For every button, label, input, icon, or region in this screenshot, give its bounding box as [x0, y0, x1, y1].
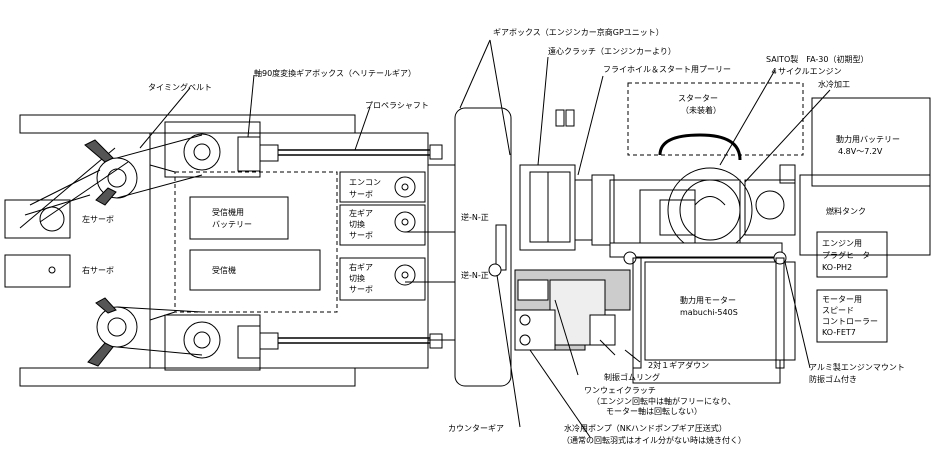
upper-rudder-hub: [96, 157, 138, 199]
label-starter-note: （未装着）: [681, 105, 721, 115]
label-left-servo: 左サーボ: [82, 214, 114, 224]
lower-rudder-hub: [96, 306, 138, 348]
label-glow-heater-1: エンジン用: [822, 239, 862, 248]
label-aluminum-mount-1: アルミ製エンジンマウント: [809, 362, 905, 372]
label-motor-2: mabuchi-540S: [680, 308, 738, 317]
lower-hull-rail: [19, 367, 356, 387]
label-receiver: 受信機: [212, 265, 236, 275]
label-left-gear-servo-1: 左ギア: [349, 208, 373, 218]
label-counter-gear: カウンターギア: [448, 424, 504, 433]
flywheel-pulley: [591, 174, 615, 246]
glow-heater-box: [816, 231, 888, 278]
label-battery-title: 動力用バッテリー: [836, 134, 900, 144]
label-right-gear-servo-1: 右ギア: [349, 262, 373, 272]
rx-battery-box: [189, 196, 289, 240]
label-motor-1: 動力用モーター: [680, 295, 736, 305]
label-gear-down: 2対１ギアダウン: [648, 360, 709, 370]
power-battery-box: [811, 97, 931, 187]
upper-gearbox-90: [164, 121, 261, 178]
label-engine-servo-2: サーボ: [349, 190, 373, 199]
label-speed-ctrl-2: スピード: [822, 306, 854, 315]
label-rx-battery-1: 受信機用: [212, 207, 244, 217]
label-engine-cycle: ４サイクルエンジン: [770, 67, 842, 76]
label-speed-ctrl-3: コントローラー: [822, 317, 878, 326]
label-gearbox-90: 軸90度変換ギアボックス（ヘリテールギア）: [254, 68, 416, 78]
label-water-cooling: 水冷加工: [818, 79, 850, 89]
label-timing-belt: タイミングベルト: [148, 82, 212, 92]
right-servo-box: [4, 254, 71, 288]
label-propeller-shaft: プロペラシャフト: [365, 101, 429, 110]
water-pump: [514, 309, 556, 351]
receiver-box: [189, 249, 321, 291]
label-aluminum-mount-2: 防振ゴム付き: [809, 374, 857, 384]
fuel-tank: [799, 174, 931, 256]
upper-hull-rail: [19, 114, 356, 134]
label-right-gear-servo-2: 切換: [349, 273, 365, 283]
speed-controller-box: [816, 289, 888, 343]
motor-box: [644, 261, 796, 361]
lower-gearbox-90: [164, 314, 261, 371]
label-vib-ring: 制振ゴムリング: [604, 372, 660, 382]
label-centrifugal-clutch: 遠心クラッチ（エンジンカーより）: [548, 46, 676, 56]
right-gear-servo-box: [339, 257, 426, 301]
label-water-pump-2: （通常の回転羽式はオイル分がない時は焼き付く）: [562, 435, 746, 445]
label-glow-heater-3: KO-PH2: [822, 263, 852, 272]
label-rev-n-fwd-bottom: 逆-N-正: [461, 270, 489, 280]
label-one-way-3: モーター軸は回転しない）: [606, 406, 702, 416]
label-left-gear-servo-2: 切換: [349, 219, 365, 229]
left-gear-servo-box: [339, 204, 426, 246]
main-gearbox: [454, 107, 512, 387]
centrifugal-clutch: [519, 164, 576, 251]
engine-servo-box: [339, 171, 426, 203]
label-rev-n-fwd-top: 逆-N-正: [461, 212, 489, 222]
label-starter: スターター: [678, 94, 718, 103]
label-one-way-1: ワンウェイクラッチ: [584, 386, 656, 395]
label-engine-model: SAITO製 FA-30（初期型）: [766, 54, 868, 64]
label-glow-heater-2: プラグヒーター: [822, 250, 878, 260]
label-battery-spec: 4.8V～7.2V: [838, 147, 883, 156]
label-rx-battery-2: バッテリー: [212, 220, 252, 229]
left-servo-box: [4, 199, 71, 239]
label-engine-servo-1: エンコン: [349, 178, 381, 187]
label-speed-ctrl-1: モーター用: [822, 295, 862, 304]
label-left-gear-servo-3: サーボ: [349, 231, 373, 240]
label-one-way-2: （エンジン回転中は軸がフリーになり、: [592, 396, 736, 406]
label-water-pump-1: 水冷用ポンプ（NKハンドポンプギア圧送式）: [564, 423, 727, 433]
label-right-gear-servo-3: サーボ: [349, 285, 373, 294]
label-right-servo: 右サーボ: [82, 265, 114, 275]
label-fuel-tank: 燃料タンク: [826, 206, 866, 216]
label-speed-ctrl-4: KO-FET7: [822, 328, 856, 337]
engine-cylinder: [667, 167, 753, 253]
label-gearbox: ギアボックス（エンジンカー京商GPユニット）: [493, 27, 664, 37]
label-flywheel-pulley: フライホイル＆スタート用プーリー: [603, 65, 731, 74]
electronics-deck: [174, 171, 338, 313]
